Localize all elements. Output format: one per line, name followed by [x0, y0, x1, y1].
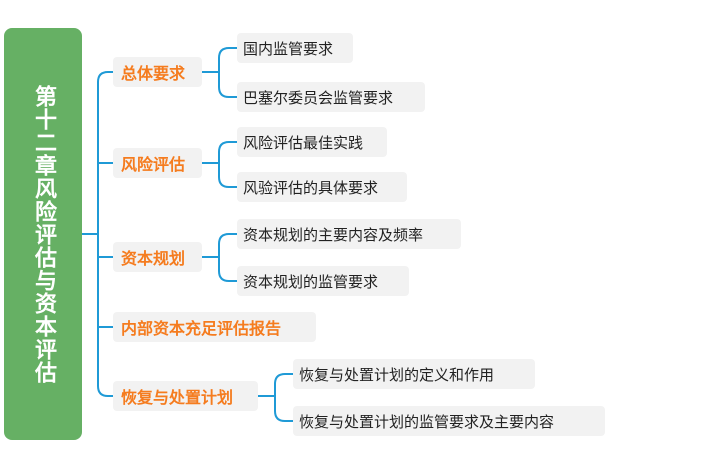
root-branch-connector: [97, 71, 114, 397]
root-title: 第十二章风险评估与资本评估: [31, 84, 56, 384]
branch-label: 内部资本充足评估报告: [121, 319, 282, 338]
leaf-label: 资本规划的主要内容及频率: [243, 225, 424, 244]
branch-1-leaf-connector: [201, 47, 238, 98]
leaf-node[interactable]: 巴塞尔委员会监管要求: [237, 82, 425, 112]
leaf-label: 风险评估最佳实践: [243, 133, 364, 152]
branch-node[interactable]: 资本规划: [113, 242, 202, 272]
branch-connector-line: [97, 162, 114, 328]
branch-label: 风险评估: [121, 155, 186, 174]
branch-label: 资本规划: [121, 249, 186, 268]
branch-node[interactable]: 内部资本充足评估报告: [113, 312, 316, 342]
leaf-node[interactable]: 恢复与处置计划的定义和作用: [293, 359, 535, 389]
leaf-node[interactable]: 资本规划的主要内容及频率: [237, 219, 461, 249]
leaf-label: 风验评估的具体要求: [243, 178, 379, 197]
branch-node[interactable]: 风险评估: [113, 148, 202, 178]
branch-2-leaf-connector: [201, 141, 238, 188]
leaf-label: 巴塞尔委员会监管要求: [243, 88, 394, 107]
leaf-node[interactable]: 恢复与处置计划的监管要求及主要内容: [293, 406, 605, 436]
branch-node[interactable]: 总体要求: [113, 57, 202, 87]
leaf-node[interactable]: 国内监管要求: [237, 33, 353, 63]
leaf-node[interactable]: 风险评估最佳实践: [237, 127, 387, 157]
root-node[interactable]: 第十二章风险评估与资本评估: [4, 28, 82, 440]
leaf-label: 恢复与处置计划的定义和作用: [299, 365, 495, 384]
branch-label: 总体要求: [121, 64, 186, 83]
branch-label: 恢复与处置计划: [121, 388, 234, 407]
leaf-node[interactable]: 风验评估的具体要求: [237, 172, 407, 202]
branch-5-leaf-connector: [257, 373, 294, 422]
branch-node[interactable]: 恢复与处置计划: [113, 381, 258, 411]
leaf-label: 恢复与处置计划的监管要求及主要内容: [299, 412, 555, 431]
leaf-node[interactable]: 资本规划的监管要求: [237, 266, 409, 296]
leaf-label: 国内监管要求: [243, 39, 334, 58]
leaf-label: 资本规划的监管要求: [243, 272, 379, 291]
branch-3-leaf-connector: [201, 233, 238, 282]
